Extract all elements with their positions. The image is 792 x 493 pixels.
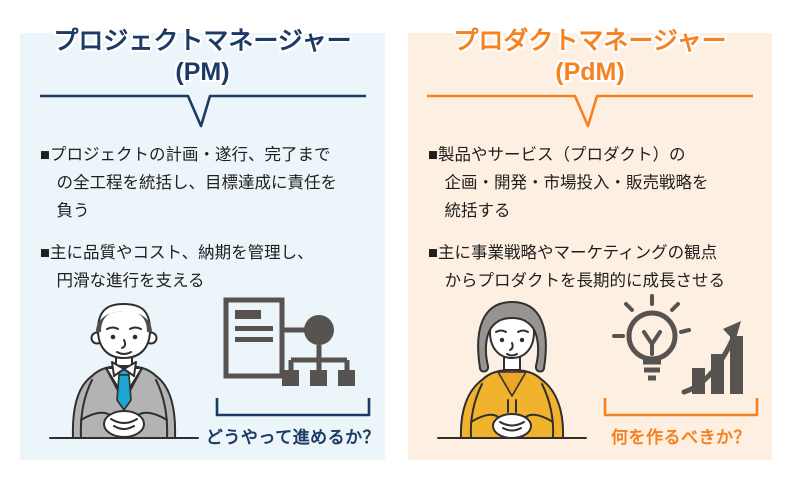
pm-caption: どうやって進めるか？	[205, 428, 381, 447]
bullet-line: 統括する	[444, 202, 511, 221]
document-icon	[223, 297, 285, 379]
eye	[499, 337, 505, 343]
pdm-caption: 何を作るべきか？	[611, 428, 751, 447]
collar-left	[111, 361, 125, 377]
eye	[519, 337, 525, 343]
growth-bar-chart-icon	[692, 336, 743, 394]
eyebrow	[517, 329, 529, 333]
pm-panel: プロジェクトマネージャー (PM) ■プロジェクトの計画・遂行、完了まで の全工…	[20, 27, 385, 460]
orgchart-icon	[282, 315, 355, 386]
bob-hair	[477, 301, 547, 373]
eye	[132, 334, 138, 340]
pdm-title-main: プロダクトマネージャー	[453, 27, 727, 55]
bullet-line: 企画・開発・市場投入・販売戦略を	[444, 174, 709, 193]
pm-bullet-list: ■プロジェクトの計画・遂行、完了まで の全工程を統括し、目標達成に責任を 負う …	[40, 141, 385, 295]
pdm-figure-row: 何を作るべきか？	[408, 292, 772, 448]
eyebrow	[129, 326, 142, 330]
pdm-panel: プロダクトマネージャー (PdM) ■製品やサービス（プロダクト）の 企画・開発…	[408, 27, 772, 460]
pm-title-pointer-brace	[39, 94, 366, 128]
pm-bullet-2: ■主に品質やコスト、納期を管理し、 円滑な進行を支える	[40, 239, 385, 295]
pdm-underbrace-icon	[603, 398, 759, 417]
document-orgchart-icon	[223, 297, 355, 386]
bullet-line: 円滑な進行を支える	[56, 272, 205, 291]
pdm-bullet-2: ■主に事業戦略やマーケティングの観点 からプロダクトを長期的に成長させる	[428, 239, 772, 295]
pm-title-sub: (PM)	[175, 58, 230, 86]
eye	[110, 334, 116, 340]
pdm-title-pointer-brace	[427, 94, 753, 128]
bullet-line: 負う	[56, 202, 90, 221]
bullet-line: ■製品やサービス（プロダクト）の	[428, 146, 686, 164]
eyebrow	[106, 326, 119, 330]
growth-arrow-icon	[681, 321, 741, 395]
pm-title: プロジェクトマネージャー (PM)	[20, 26, 385, 88]
tie	[116, 374, 132, 411]
pdm-title: プロダクトマネージャー (PdM)	[408, 26, 772, 88]
face	[97, 303, 151, 359]
nose	[121, 339, 127, 349]
nose	[509, 342, 514, 351]
pdm-title-sub: (PdM)	[555, 58, 625, 86]
eyebrow	[495, 329, 507, 333]
pm-underbrace-icon	[215, 398, 371, 417]
pdm-bullet-list: ■製品やサービス（プロダクト）の 企画・開発・市場投入・販売戦略を 統括する ■…	[428, 141, 772, 295]
lightbulb-icon	[612, 294, 691, 381]
project-manager-person-illustration	[49, 303, 199, 439]
bullet-line: ■主に品質やコスト、納期を管理し、	[40, 244, 314, 263]
pm-title-main: プロジェクトマネージャー	[53, 27, 352, 55]
mouth	[506, 353, 518, 357]
bullet-line: の全工程を統括し、目標達成に責任を	[56, 174, 338, 193]
product-manager-person-illustration	[437, 301, 587, 439]
lightbulb-growthchart-icon	[612, 294, 743, 395]
pm-figure-row: どうやって進めるか？	[20, 296, 385, 448]
pm-bullet-1: ■プロジェクトの計画・遂行、完了まで の全工程を統括し、目標達成に責任を 負う	[40, 141, 385, 225]
bullet-line: ■プロジェクトの計画・遂行、完了まで	[40, 146, 331, 164]
bullet-line: からプロダクトを長期的に成長させる	[444, 272, 726, 291]
mouth	[116, 351, 132, 355]
pm-icon-column: どうやって進めるか？	[205, 296, 381, 448]
blouse	[497, 371, 527, 397]
bullet-line: ■主に事業戦略やマーケティングの観点	[428, 244, 718, 263]
pdm-bullet-1: ■製品やサービス（プロダクト）の 企画・開発・市場投入・販売戦略を 統括する	[428, 141, 772, 225]
pdm-icon-column: 何を作るべきか？	[596, 292, 766, 448]
collar-right	[123, 361, 137, 377]
